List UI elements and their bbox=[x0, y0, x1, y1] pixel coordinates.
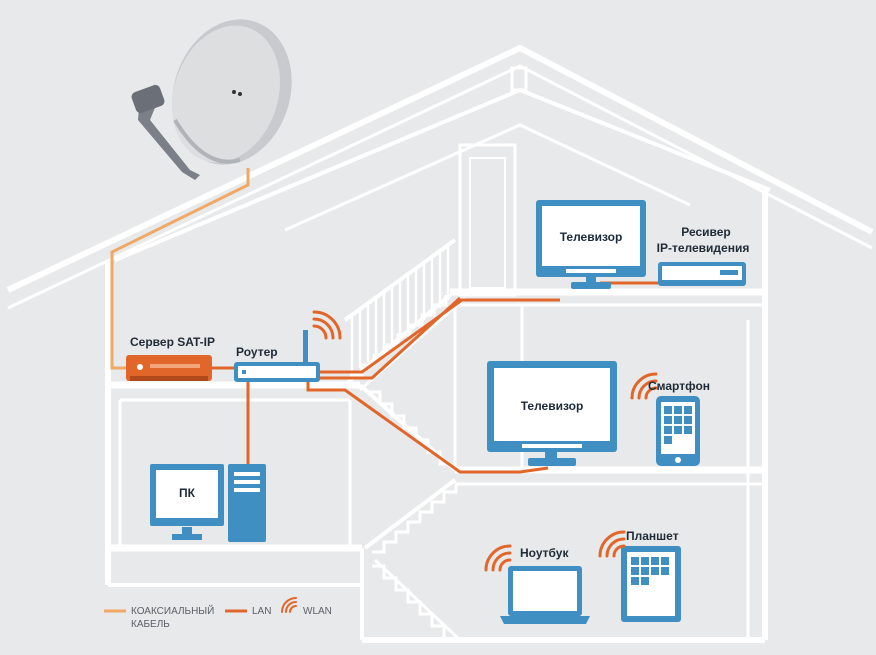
legend-coax-label-line2: КАБЕЛЬ bbox=[131, 619, 170, 630]
smartphone-label: Смартфон bbox=[648, 379, 710, 393]
iptv-receiver-label-line1: Ресивер bbox=[681, 225, 731, 239]
smartphone: Смартфон bbox=[630, 372, 710, 466]
house-structure bbox=[6, 44, 874, 643]
router-label: Роутер bbox=[236, 345, 278, 359]
wifi-signal-icon bbox=[598, 530, 626, 558]
sat-ip-server-label: Сервер SAT-IP bbox=[130, 335, 215, 349]
legend-lan-label: LAN bbox=[252, 606, 271, 617]
tv-second-floor-label: Телевизор bbox=[521, 399, 584, 413]
wifi-signal-icon bbox=[630, 372, 658, 400]
tv-attic: Телевизор bbox=[536, 200, 646, 289]
legend-wlan-icon bbox=[281, 597, 297, 613]
stair-banister bbox=[343, 238, 457, 372]
iptv-receiver: Ресивер IP-телевидения bbox=[657, 225, 750, 286]
legend: КОАКСИАЛЬНЫЙ КАБЕЛЬ LAN WLAN bbox=[104, 597, 332, 630]
laptop: Ноутбук bbox=[484, 544, 590, 624]
pc-label: ПК bbox=[179, 486, 196, 500]
laptop-label: Ноутбук bbox=[520, 546, 569, 560]
sat-ip-server: Сервер SAT-IP bbox=[126, 335, 215, 381]
tv-attic-label: Телевизор bbox=[560, 230, 623, 244]
legend-wlan-label: WLAN bbox=[303, 606, 332, 617]
satellite-dish-icon bbox=[131, 19, 292, 180]
iptv-receiver-label-line2: IP-телевидения bbox=[657, 241, 750, 255]
tablet: Планшет bbox=[598, 529, 681, 622]
legend-coax-label-line1: КОАКСИАЛЬНЫЙ bbox=[131, 604, 214, 617]
wifi-signal-icon bbox=[312, 310, 342, 340]
lan-cables bbox=[212, 281, 660, 474]
wifi-signal-icon bbox=[484, 544, 512, 572]
lower-stairs bbox=[368, 390, 458, 638]
pc: ПК bbox=[150, 464, 266, 542]
tablet-label: Планшет bbox=[626, 529, 679, 543]
tv-second-floor: Телевизор bbox=[487, 361, 617, 466]
router: Роутер bbox=[234, 310, 342, 382]
coax-cable bbox=[110, 168, 250, 370]
